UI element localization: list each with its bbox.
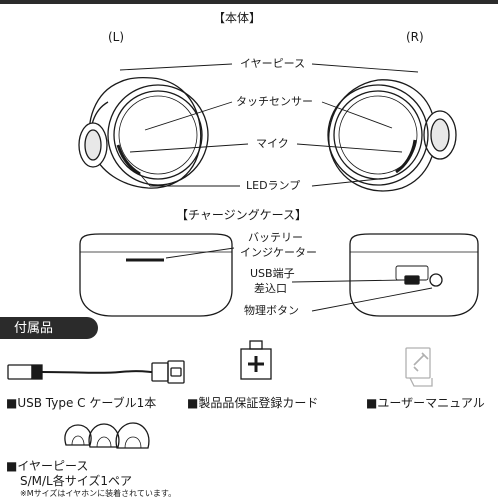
callout-mic: マイク <box>256 137 289 150</box>
earpiece-sizes: S/M/L各サイズ1ペア <box>20 474 133 488</box>
case-front-illustration <box>79 233 235 317</box>
usb-port-line1: USB端子 <box>250 267 295 280</box>
right-earbud-illustration <box>327 79 457 192</box>
charging-case-heading: 【チャージングケース】 <box>176 208 308 222</box>
manual-illustration <box>405 347 433 387</box>
battery-indicator-line1: バッテリー <box>248 231 303 244</box>
accessories-section-title: 付属品 <box>14 321 54 336</box>
warranty-card-illustration <box>240 340 272 380</box>
physical-button-label: 物理ボタン <box>244 304 299 317</box>
case-back-illustration <box>291 233 479 317</box>
left-earbud-illustration <box>78 76 209 189</box>
callout-led: LEDランプ <box>246 179 301 192</box>
callout-earpiece: イヤーピース <box>240 57 306 70</box>
cable-label: ■USB Type C ケーブル1本 <box>6 396 157 410</box>
ear-tips-illustration <box>64 422 150 449</box>
usb-cable-illustration <box>7 360 185 384</box>
callout-touch-sensor: タッチセンサー <box>236 95 313 108</box>
left-earbud-label: (L) <box>108 30 125 44</box>
main-unit-heading: 【本体】 <box>213 11 262 25</box>
top-bar <box>0 0 498 4</box>
usb-port-line2: 差込口 <box>254 282 287 295</box>
right-earbud-label: (R) <box>406 30 424 44</box>
earpiece-title: ■イヤーピース <box>6 459 89 473</box>
accessories-section-tab: 付属品 <box>0 317 98 339</box>
manual-label: ■ユーザーマニュアル <box>366 396 485 410</box>
battery-indicator-line2: インジケーター <box>240 246 317 259</box>
earpiece-note: ※Mサイズはイヤホンに装着されています。 <box>20 489 177 498</box>
card-label: ■製品品保証登録カード <box>187 396 319 410</box>
